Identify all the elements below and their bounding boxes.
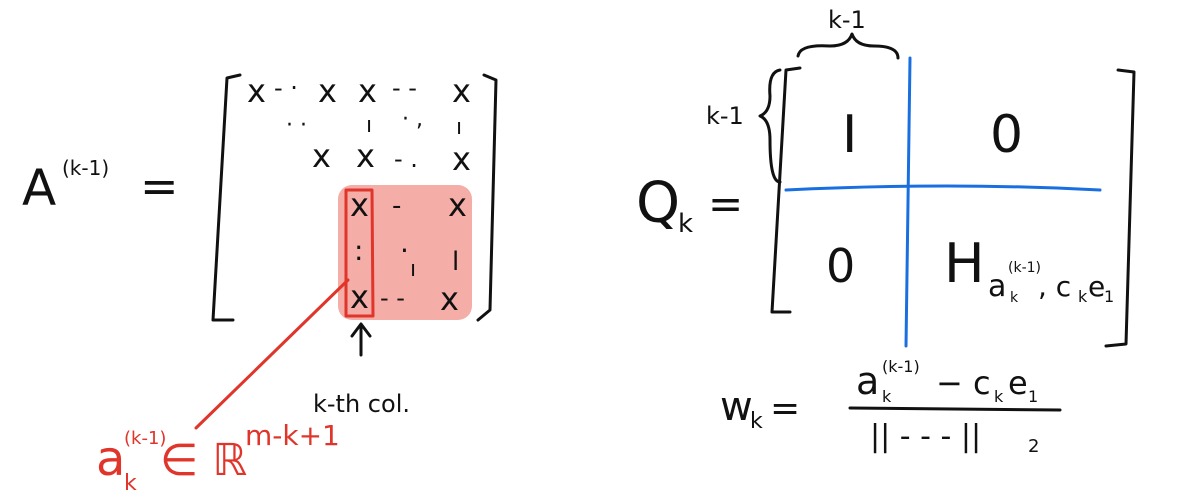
A-vdots-c3: ı	[366, 113, 372, 138]
side-brace	[758, 68, 782, 184]
subvector-superscript: (k-1)	[124, 428, 166, 449]
householder-sub-sup: (k-1)	[1008, 260, 1041, 276]
Q-right-bracket	[1104, 68, 1136, 348]
Q-symbol: Q	[636, 171, 680, 236]
A-block-r3c1: x	[350, 278, 369, 316]
side-brace-label: k-1	[706, 102, 744, 130]
A-equals-sign: =	[140, 159, 179, 213]
A-right-bracket	[476, 73, 498, 322]
w-symbol: w	[720, 384, 753, 430]
subvector-space-superscript: m-k+1	[245, 419, 340, 452]
A-block-r2c2: .	[400, 226, 409, 259]
A-block-r3c3: x	[440, 280, 459, 318]
A-symbol: A	[22, 159, 56, 217]
w-fraction-bar	[848, 406, 1062, 412]
A-vdots-c4: ı	[456, 115, 462, 140]
A-entry-r2c4: x	[452, 140, 471, 178]
A-entry-r1c4: x	[452, 72, 471, 110]
A-superscript: (k-1)	[62, 156, 109, 180]
householder-sub-e1: 1	[1104, 287, 1114, 306]
top-brace	[796, 32, 900, 60]
w-numerator-e: e	[1008, 364, 1028, 402]
A-dots-r2: - .	[394, 145, 418, 173]
subvector-space: ∈ ℝ	[160, 435, 247, 486]
Q-matrix-equation: Q k = k-1 k-1 I 0 0 H a (k-1) k , c k e …	[636, 6, 1136, 457]
Q-left-bracket	[770, 66, 802, 314]
subvector-pointer-line	[194, 278, 350, 430]
A-left-bracket	[211, 73, 242, 322]
w-vector-formula: w k = a (k-1) k − c k e 1 || - - - || 2	[720, 357, 1062, 457]
w-numerator-sub: k	[882, 387, 892, 406]
A-block-r2c1: :	[354, 234, 363, 267]
A-block-r1c3: x	[448, 186, 467, 224]
w-numerator-e1: 1	[1028, 387, 1038, 406]
A-block-r3c2: - -	[380, 284, 405, 312]
A-diag-dots: · ·	[286, 113, 307, 138]
householder-sub-e: e	[1088, 270, 1105, 303]
horizontal-partition-line	[784, 184, 1102, 192]
kth-column-label: k-th col.	[313, 390, 410, 418]
subvector-name: a	[96, 431, 125, 487]
block-top-zero: 0	[990, 105, 1023, 165]
householder-sub-c-k: k	[1078, 287, 1088, 306]
w-numerator-c: − c	[936, 364, 991, 402]
householder-H: H	[944, 232, 985, 295]
householder-sub-a: a	[988, 269, 1006, 304]
householder-sub-c: , c	[1038, 270, 1071, 303]
block-bottom-zero: 0	[826, 239, 855, 293]
A-dots-r1a: - ·	[274, 74, 298, 102]
A-entry-r1c1: x	[247, 72, 266, 110]
w-subscript: k	[750, 409, 763, 434]
w-denominator: || - - - ||	[870, 419, 981, 454]
top-brace-label: k-1	[828, 6, 866, 34]
A-block-r1c2: -	[392, 191, 401, 221]
block-identity: I	[842, 105, 857, 165]
Q-equals-sign: =	[708, 179, 743, 228]
A-entry-r2c2: x	[312, 137, 331, 175]
w-numerator-c-k: k	[994, 387, 1004, 406]
subvector-annotation: a (k-1) k ∈ ℝ m-k+1	[96, 419, 340, 496]
vertical-partition-line	[904, 56, 912, 348]
w-numerator-sup: (k-1)	[882, 357, 920, 376]
w-numerator-a: a	[856, 359, 879, 403]
kth-column-box	[344, 188, 375, 318]
A-entry-r1c3: x	[358, 72, 377, 110]
w-denominator-sub: 2	[1028, 436, 1039, 457]
w-equals-sign: =	[770, 388, 800, 429]
kth-column-arrow	[350, 322, 372, 357]
Q-subscript: k	[678, 209, 693, 239]
A-matrix-equation: A (k-1) = x - · x x - - x · · ı · , ı x …	[22, 72, 498, 496]
householder-sub-sub: k	[1010, 290, 1019, 306]
A-entry-r1c2: x	[318, 72, 337, 110]
A-block-r1c1: x	[350, 186, 369, 224]
A-diag-dots-2: · ,	[402, 107, 423, 132]
block-householder: H a (k-1) k , c k e 1	[944, 232, 1114, 306]
A-block-r2c3: l	[452, 247, 459, 277]
A-dots-r1b: - -	[392, 74, 417, 102]
subvector-subscript: k	[124, 471, 137, 496]
A-block-dot: ı	[410, 257, 416, 282]
A-entry-r2c3: x	[356, 137, 375, 175]
